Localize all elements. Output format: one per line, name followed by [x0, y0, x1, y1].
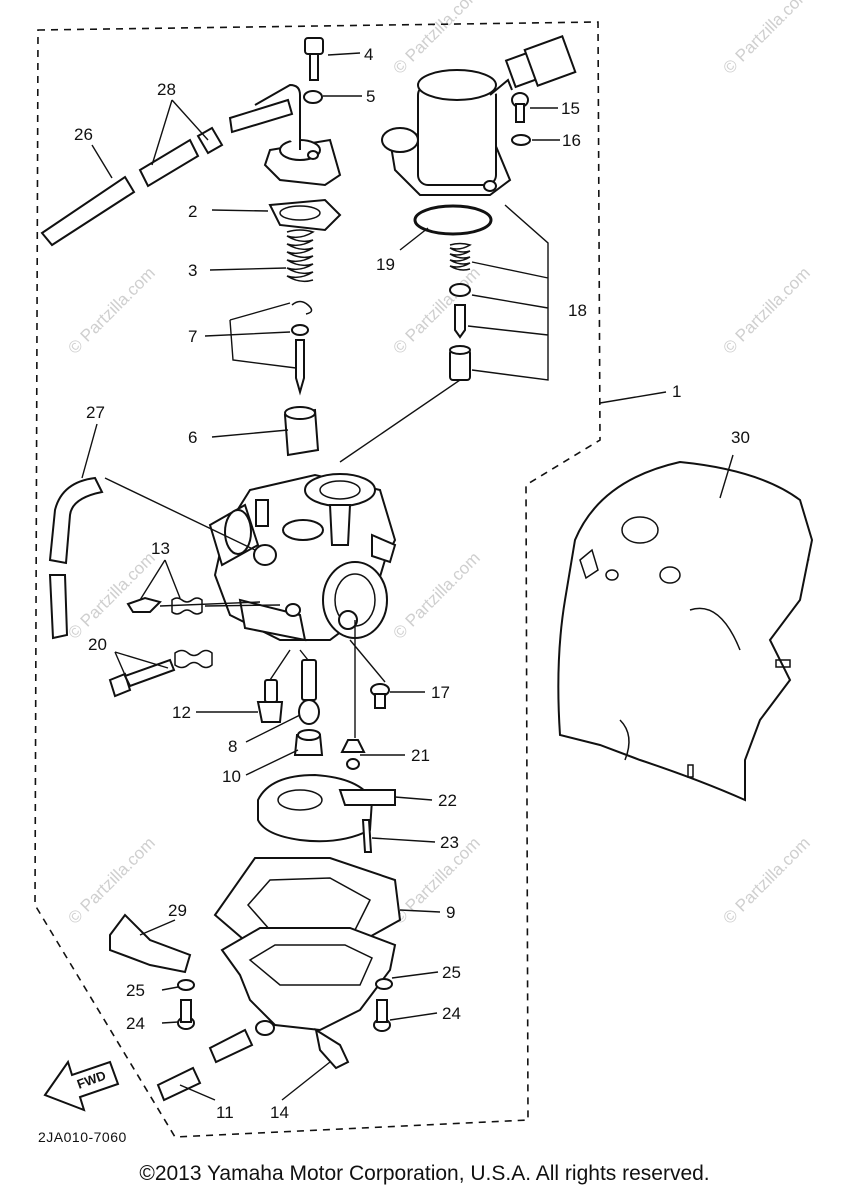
cover-plate	[228, 83, 342, 187]
callout-13: 13	[151, 539, 170, 558]
parts-diagram: © Partzilla.com © Partzilla.com © Partzi…	[34, 0, 814, 1145]
callout-9: 9	[446, 903, 455, 922]
callout-8: 8	[228, 737, 237, 756]
callout-17: 17	[431, 683, 450, 702]
callout-21: 21	[411, 746, 430, 765]
callout-10: 10	[222, 767, 241, 786]
callout-12: 12	[172, 703, 191, 722]
jet-8	[298, 659, 320, 725]
callout-22: 22	[438, 791, 457, 810]
spring-3	[286, 229, 315, 283]
float-bowl	[220, 927, 397, 1036]
callout-11: 11	[216, 1103, 234, 1122]
hose-11-upper	[208, 1028, 254, 1064]
callout-24-right: 24	[442, 1004, 461, 1023]
callout-19: 19	[376, 255, 395, 274]
callout-20: 20	[88, 635, 107, 654]
watermark: © Partzilla.com	[64, 263, 158, 357]
callout-25-right: 25	[442, 963, 461, 982]
bracket-29	[109, 913, 192, 974]
callout-4: 4	[364, 45, 373, 64]
carburetor-body	[208, 473, 397, 642]
cover-30	[557, 460, 814, 802]
hose-27	[48, 476, 104, 565]
starter-solenoid	[381, 35, 577, 196]
hose-28	[138, 138, 200, 188]
callout-6: 6	[188, 428, 197, 447]
screw-24-left	[177, 999, 195, 1030]
hose-26	[40, 175, 136, 247]
watermark: © Partzilla.com	[389, 833, 483, 927]
fwd-arrow-icon: FWD	[43, 1059, 120, 1112]
callout-15: 15	[561, 99, 580, 118]
callout-2: 2	[188, 202, 197, 221]
watermark: © Partzilla.com	[389, 548, 483, 642]
watermark: © Partzilla.com	[389, 263, 483, 357]
jet-12	[256, 679, 284, 723]
watermark: © Partzilla.com	[64, 833, 158, 927]
clamp-28	[196, 126, 224, 155]
screw-17	[370, 683, 390, 709]
watermark: © Partzilla.com	[719, 833, 813, 927]
callout-24-left: 24	[126, 1014, 145, 1033]
plunger-set-18	[449, 242, 472, 381]
callout-23: 23	[440, 833, 459, 852]
washer-5	[303, 90, 323, 104]
oring-19	[413, 204, 493, 236]
needle-7	[291, 300, 313, 396]
callout-5: 5	[366, 87, 375, 106]
washer-16	[511, 134, 531, 146]
callout-16: 16	[562, 131, 581, 150]
copyright-notice: ©2013 Yamaha Motor Corporation, U.S.A. A…	[139, 1162, 710, 1185]
callout-14: 14	[270, 1103, 289, 1122]
pilot-screw-13	[126, 596, 203, 615]
callout-18: 18	[568, 301, 587, 320]
callout-7: 7	[188, 327, 197, 346]
screw-4	[304, 37, 324, 81]
watermark: © Partzilla.com	[719, 0, 813, 78]
watermark: © Partzilla.com	[64, 548, 158, 642]
callout-30: 30	[731, 428, 750, 447]
hose-27-lower	[48, 574, 69, 640]
screw-15	[511, 92, 529, 123]
callout-25-left: 25	[126, 981, 145, 1000]
callouts: 4 5 15 16 28 26 2 3 7 6 19 18 1 30 27 13…	[74, 45, 750, 1122]
watermark: © Partzilla.com	[719, 263, 813, 357]
callout-3: 3	[188, 261, 197, 280]
throttle-stop-screw-20	[108, 649, 213, 698]
washer-25-left	[177, 979, 195, 991]
callout-28: 28	[157, 80, 176, 99]
watermark: © Partzilla.com	[389, 0, 483, 78]
washer-25-right	[375, 978, 393, 990]
callout-29: 29	[168, 901, 187, 920]
pin-23	[361, 819, 373, 853]
diagram-code: 2JA010-7060	[38, 1129, 127, 1145]
jet-10	[293, 729, 324, 756]
callout-1: 1	[672, 382, 681, 401]
assembly-boundary	[34, 21, 601, 1138]
needle-valve-21	[340, 739, 366, 770]
screw-24-right	[373, 999, 391, 1032]
callout-26: 26	[74, 125, 93, 144]
hose-11-lower	[156, 1066, 202, 1102]
leader-lines	[81, 52, 734, 1101]
drain-screw-14	[314, 1027, 350, 1070]
callout-27: 27	[86, 403, 105, 422]
slide-6	[283, 406, 320, 457]
float-22	[257, 773, 396, 843]
